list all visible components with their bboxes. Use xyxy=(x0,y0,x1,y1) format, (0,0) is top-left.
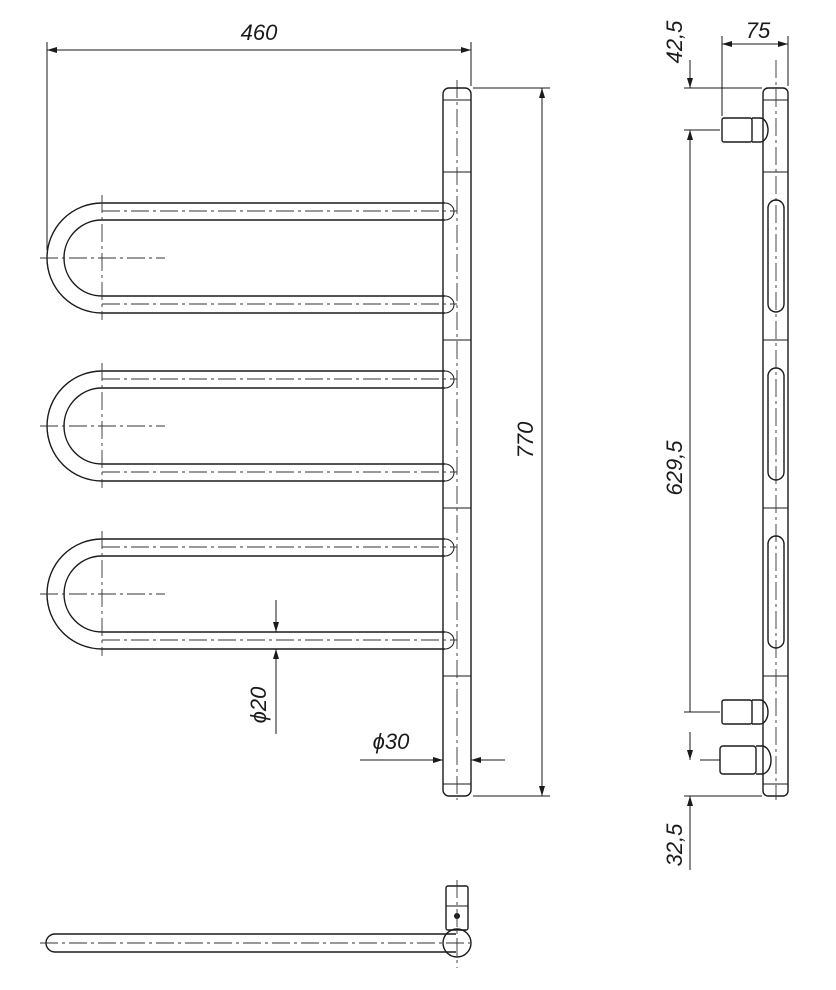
side-view: 75 42,5 629,5 32,5 xyxy=(662,18,789,870)
u-loop-2 xyxy=(40,363,457,488)
slot-3 xyxy=(767,535,785,649)
dimension-bottom-offset: 32,5 xyxy=(662,732,762,870)
dimension-bottom-offset-label: 32,5 xyxy=(662,823,687,867)
front-view: 460 770 ϕ20 ϕ30 xyxy=(40,20,550,800)
dimension-connection-distance-label: 629,5 xyxy=(662,440,687,496)
vertical-post xyxy=(442,80,472,800)
dimension-connection-distance: 629,5 xyxy=(662,130,720,713)
top-view xyxy=(40,880,472,968)
dimension-post-diameter-label: ϕ30 xyxy=(373,729,410,754)
dimension-depth: 75 xyxy=(721,18,789,116)
u-loop-1 xyxy=(40,195,457,320)
connector-bottom-1 xyxy=(721,699,769,725)
dimension-pipe-diameter: ϕ20 xyxy=(246,600,279,734)
u-loop-3 xyxy=(40,531,457,656)
connector-top xyxy=(721,117,769,143)
dimension-pipe-diameter-label: ϕ20 xyxy=(246,686,271,723)
connector-bottom-2 xyxy=(700,745,772,775)
post-section xyxy=(442,928,472,958)
dimension-height: 770 xyxy=(473,87,550,797)
slot-2 xyxy=(767,367,785,481)
slot-1 xyxy=(767,199,785,313)
dimension-top-offset-label: 42,5 xyxy=(662,20,687,64)
side-post xyxy=(762,60,789,800)
dimension-depth-label: 75 xyxy=(746,18,771,43)
dimension-post-diameter: ϕ30 xyxy=(360,729,505,770)
dimension-height-label: 770 xyxy=(513,421,538,458)
dimension-width-label: 460 xyxy=(241,20,278,45)
dimension-width: 460 xyxy=(46,20,472,250)
